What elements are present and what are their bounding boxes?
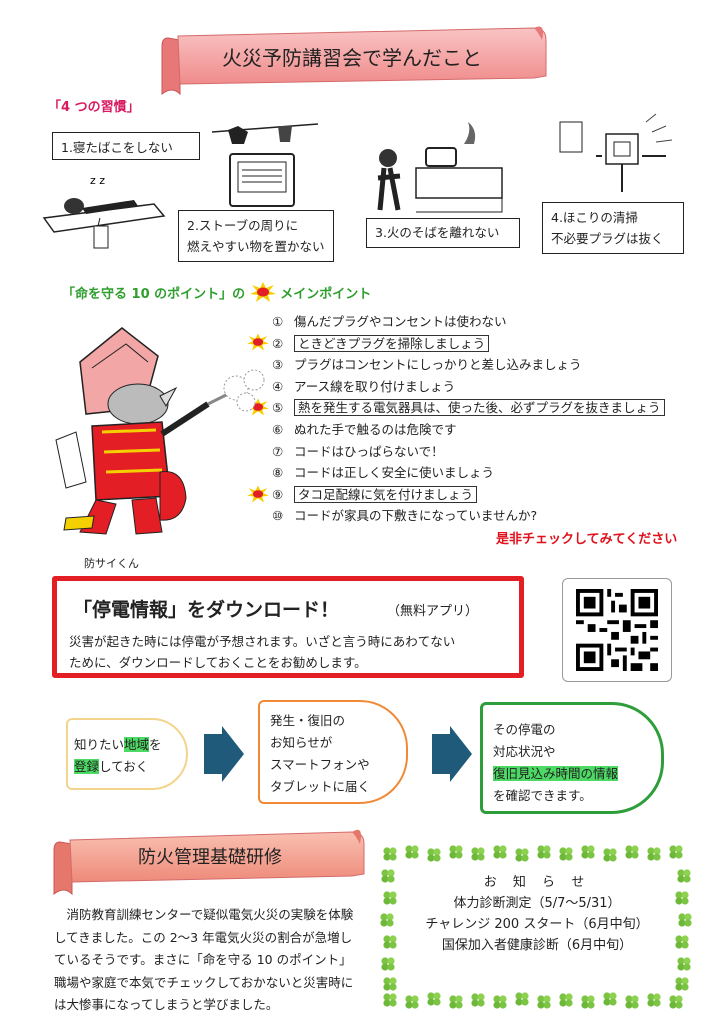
habit-text: 3.火のそばを離れない (375, 225, 500, 240)
habit-box-2: 2.ストーブの周りに 燃えやすい物を置かない (178, 210, 334, 262)
point-text: プラグはコンセントにしっかりと差し込みましょう (294, 357, 582, 373)
mascot-caption: 防サイくん (84, 557, 139, 570)
point-number: ⑨ (272, 486, 284, 502)
point-text: ぬれた手で触るのは危険です (294, 421, 457, 437)
step-text: しておく (99, 759, 149, 774)
notice-item: チャレンジ 200 スタート（6月中旬） (425, 917, 649, 932)
point-text: コードはひっぱらないで！ (294, 443, 444, 459)
stove-illustration (211, 123, 319, 207)
kitchen-stove-illustration (377, 122, 503, 213)
training-ribbon: 防火管理基礎研修 (50, 822, 368, 900)
page-title: 火災予防講習会で学んだこと (222, 46, 482, 70)
point-text: コードは正しく安全に使いましょう (294, 465, 495, 481)
notice-item: 体力診断測定（5/7～5/31） (453, 896, 621, 911)
free-app-label: （無料アプリ） (387, 604, 479, 619)
point-item: ① 傷んだプラグやコンセントは使わない (272, 311, 692, 333)
habit-box-3: 3.火のそばを離れない (366, 218, 520, 248)
notice-title: お 知 ら せ (483, 875, 591, 890)
dusty-outlet-illustration (559, 113, 673, 192)
step-text: を確認できます。 (493, 788, 592, 803)
training-line: してきました。この 2～3 年電気火災の割合が急増し (54, 929, 353, 945)
habits-label: 「4 つの習慣」 (48, 100, 140, 115)
habit-text-line2: 燃えやすい物を置かない (187, 239, 325, 254)
ten-points-list: ① 傷んだプラグやコンセントは使わない ② ときどきプラグを掃除しましょう ③ プラグ… (272, 311, 692, 527)
point-number: ③ (272, 357, 284, 373)
points-heading-left: 「命を守る 10 のポイント」の (62, 287, 246, 302)
point-text: アース線を取り付けましょう (294, 378, 456, 394)
step-highlight: 復旧見込み時間の情報 (493, 766, 619, 781)
point-number: ① (272, 314, 284, 329)
outage-title: 「停電情報」をダウンロード！ (73, 599, 340, 621)
habit-text-line1: 2.ストーブの周りに (187, 218, 299, 233)
title-ribbon: 火災予防講習会で学んだこと (150, 18, 550, 102)
notice-box: お 知 ら せ 体力診断測定（5/7～5/31） チャレンジ 200 スタート（… (378, 842, 696, 1012)
step-text: スマートフォンや (270, 757, 370, 772)
habit-text-line1: 4.ほこりの清掃 (551, 210, 638, 225)
points-heading: 「命を守る 10 のポイント」の メインポイント (62, 282, 371, 302)
notice-item: 国保加入者健康診断（6月中旬） (441, 938, 633, 953)
point-item: ⑧ コードは正しく安全に使いましょう (272, 462, 692, 484)
step-highlight: 登録 (74, 759, 100, 774)
step-text: その停電の (493, 722, 556, 737)
point-number: ⑤ (272, 400, 284, 416)
habit-box-4: 4.ほこりの清掃 不必要プラグは抜く (542, 202, 684, 254)
point-item: ⑨ タコ足配線に気を付けましょう (272, 484, 692, 506)
habit-box-1: 1.寝たばこをしない (52, 132, 200, 160)
point-item: ④ アース線を取り付けましょう (272, 376, 692, 398)
training-title: 防火管理基礎研修 (138, 847, 282, 868)
sleeping-person-illustration: z z (42, 174, 166, 249)
main-point-icon (249, 282, 276, 302)
point-number: ⑥ (272, 421, 284, 437)
outage-line: 災害が起きた時には停電が予想されます。いざと言う時にあわてない (69, 634, 456, 649)
training-line: 職場や家庭で本気でチェックしておかないと災害時に (54, 974, 354, 990)
point-text: 傷んだプラグやコンセントは使わない (294, 314, 507, 329)
point-number: ② (272, 335, 284, 351)
point-item: ③ プラグはコンセントにしっかりと差し込みましょう (272, 354, 692, 376)
point-text: 熱を発生する電気器具は、使った後、必ずプラグを抜きましょう (294, 399, 665, 417)
check-note: 是非チェックしてみてください (496, 532, 678, 547)
step-text: 対応状況や (493, 744, 556, 759)
points-heading-right: メインポイント (280, 287, 372, 302)
step-check-status: その停電の 対応状況や 復旧見込み時間の情報 を確認できます。 (480, 702, 664, 814)
main-point-icon (247, 485, 269, 503)
arrow-right-icon (204, 726, 244, 782)
point-item: ⑥ ぬれた手で触るのは危険です (272, 419, 692, 441)
step-text: を (149, 737, 162, 752)
point-number: ⑩ (272, 508, 284, 524)
point-text: ときどきプラグを掃除しましょう (294, 334, 490, 352)
point-item: ⑤ 熱を発生する電気器具は、使った後、必ずプラグを抜きましょう (272, 397, 692, 419)
training-line: 消防教育訓練センターで疑似電気火災の実験を体験 (66, 907, 354, 922)
step-text: 発生・復旧の (270, 713, 346, 728)
qr-code[interactable] (562, 578, 672, 682)
point-number: ⑦ (272, 443, 284, 459)
point-item: ⑩ コードが家具の下敷きになっていませんか? (272, 505, 692, 527)
svg-text:z z: z z (90, 174, 105, 187)
outage-description: 災害が起きた時には停電が予想されます。いざと言う時にあわてない ために、ダウンロ… (69, 631, 519, 673)
step-text: お知らせが (270, 735, 333, 750)
training-line: ているそうです。まさに「命を守る 10 のポイント」 (54, 952, 352, 967)
main-point-icon (247, 333, 269, 351)
step-register-area: 知りたい地域を 登録しておく (66, 718, 188, 790)
point-number: ⑧ (272, 465, 284, 481)
point-text: コードが家具の下敷きになっていませんか? (294, 508, 538, 524)
outage-info-box: 「停電情報」をダウンロード！ （無料アプリ） 災害が起きた時には停電が予想されま… (52, 576, 524, 678)
point-text: タコ足配線に気を付けましょう (294, 485, 478, 503)
step-text: タブレットに届く (270, 779, 371, 794)
outage-line: ために、ダウンロードしておくことをお勧めします。 (69, 655, 367, 670)
notice-content: お 知 ら せ 体力診断測定（5/7～5/31） チャレンジ 200 スタート（… (414, 872, 660, 956)
step-notification: 発生・復旧の お知らせが スマートフォンや タブレットに届く (258, 700, 408, 804)
step-text: 知りたい (74, 737, 125, 752)
step-highlight: 地域 (124, 737, 150, 752)
habit-text-line2: 不必要プラグは抜く (551, 231, 664, 246)
training-line: は大惨事になってしまうと学びました。 (54, 997, 279, 1012)
mascot-illustration (55, 327, 265, 535)
arrow-right-icon (432, 726, 472, 782)
habit-text: 1.寝たばこをしない (61, 140, 173, 155)
qr-code-icon (576, 589, 658, 671)
point-item: ⑦ コードはひっぱらないで！ (272, 441, 692, 463)
training-description: 消防教育訓練センターで疑似電気火災の実験を体験 してきました。この 2～3 年電… (54, 904, 366, 1017)
point-item: ② ときどきプラグを掃除しましょう (272, 333, 692, 355)
point-number: ④ (272, 378, 284, 394)
